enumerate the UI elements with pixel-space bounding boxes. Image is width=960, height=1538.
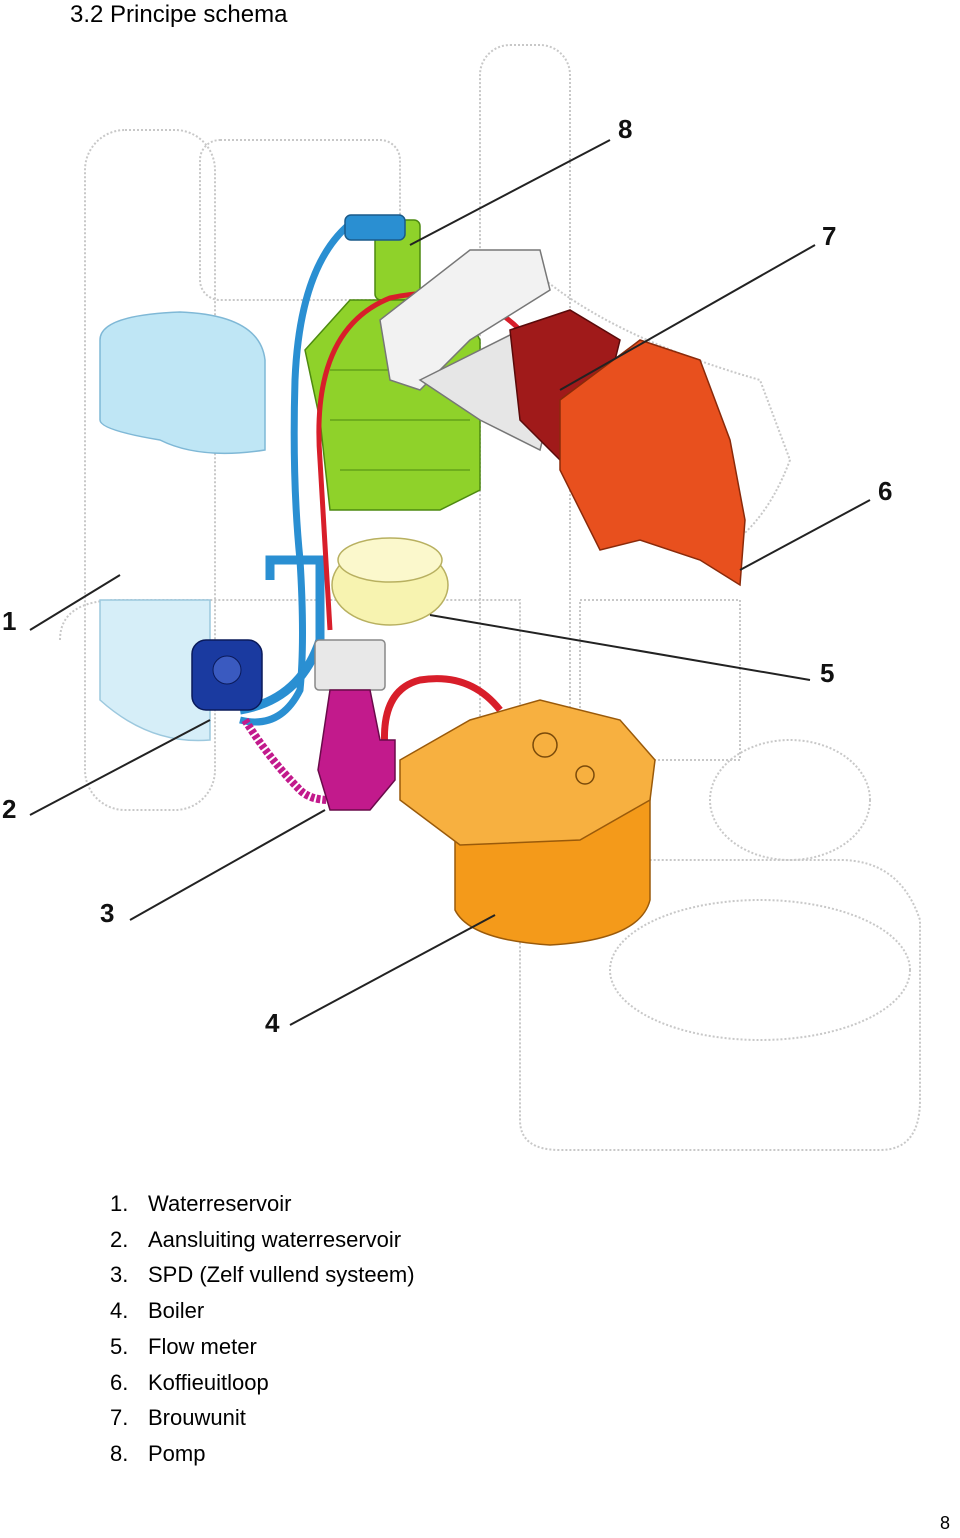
coffee-machine-schematic: 1 2 3 4 5 6 7 8	[2, 44, 921, 1151]
callout-5: 5	[820, 658, 834, 688]
legend-item: 8.Pomp	[110, 1436, 415, 1472]
callout-7: 7	[822, 221, 836, 251]
water-reservoir	[99, 311, 266, 742]
legend-item: 6.Koffieuitloop	[110, 1365, 415, 1401]
valve-block	[314, 639, 386, 691]
legend-label: Boiler	[148, 1298, 205, 1324]
coffee-spout	[559, 339, 746, 587]
boiler-hose	[380, 675, 503, 751]
leader-line-3	[129, 809, 326, 921]
legend-item: 5.Flow meter	[110, 1329, 415, 1365]
parts-legend: 1.Waterreservoir 2.Aansluiting waterrese…	[110, 1186, 415, 1472]
legend-item: 2.Aansluiting waterreservoir	[110, 1222, 415, 1258]
legend-label: Waterreservoir	[148, 1191, 292, 1216]
legend-label: Flow meter	[148, 1333, 257, 1359]
leader-line-5	[429, 614, 811, 681]
spd-unit	[317, 689, 396, 811]
connector-hose	[241, 717, 331, 804]
reservoir-connector	[191, 639, 263, 711]
flow-meter	[331, 537, 449, 626]
legend-label: SPD (Zelf vullend systeem)	[148, 1262, 415, 1288]
legend-label: Aansluiting waterreservoir	[148, 1226, 402, 1252]
callout-6: 6	[878, 476, 892, 506]
leader-line-4	[289, 914, 496, 1026]
leader-line-8	[409, 139, 611, 246]
callout-8: 8	[618, 114, 632, 144]
legend-item: 4.Boiler	[110, 1293, 415, 1329]
legend-label: Brouwunit	[148, 1405, 246, 1431]
legend-item: 1.Waterreservoir	[110, 1186, 415, 1222]
page-heading: 3.2 Principe schema	[70, 1, 288, 28]
callout-1: 1	[2, 606, 16, 636]
leader-line-6	[739, 499, 871, 571]
callout-4: 4	[265, 1008, 280, 1038]
leader-line-1	[29, 574, 121, 631]
legend-item: 3.SPD (Zelf vullend systeem)	[110, 1257, 415, 1293]
legend-label: Koffieuitloop	[148, 1369, 269, 1395]
leader-line-7	[559, 244, 816, 391]
boiler	[399, 699, 656, 946]
callout-2: 2	[2, 794, 16, 824]
legend-item: 7.Brouwunit	[110, 1400, 415, 1436]
machine-housing-outline	[59, 44, 921, 1151]
water-hose	[239, 217, 358, 726]
legend-label: Pomp	[148, 1440, 206, 1466]
leader-line-2	[29, 719, 211, 816]
page-number: 8	[939, 1513, 950, 1533]
callout-3: 3	[100, 898, 114, 928]
